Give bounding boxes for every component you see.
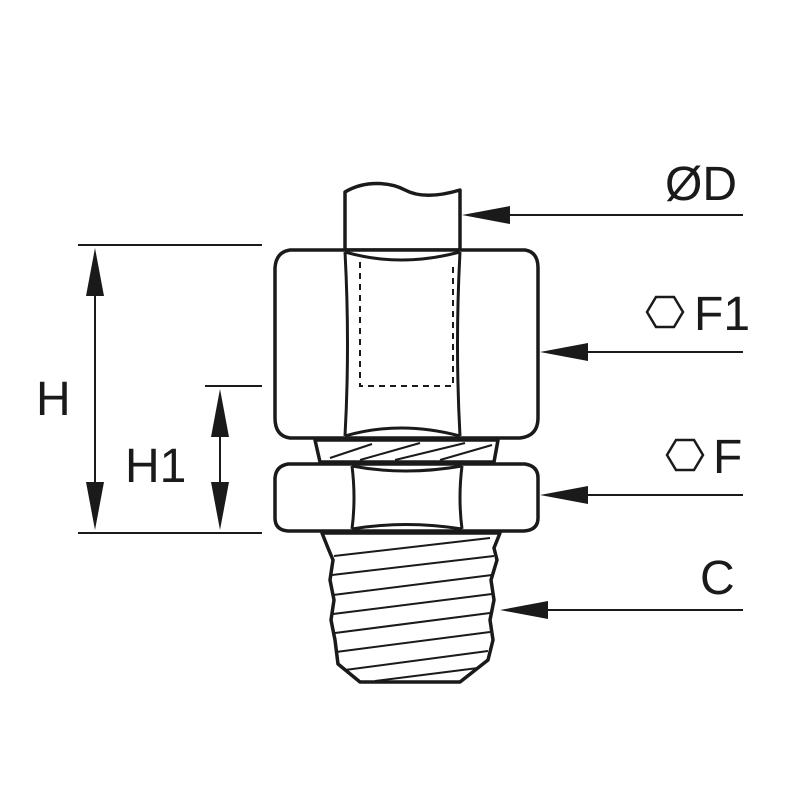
- lower-hex-nut: [273, 462, 540, 533]
- dimension-h: [86, 248, 104, 530]
- label-diameter: ØD: [665, 158, 737, 211]
- tube: [343, 181, 462, 252]
- label-thread: C: [700, 552, 735, 605]
- male-thread: [320, 531, 502, 684]
- leader-diameter: [462, 206, 743, 224]
- label-hex-lower: F: [713, 431, 742, 484]
- neck-thread: [313, 438, 500, 464]
- dimension-h1: [211, 389, 229, 530]
- leader-hex-lower: [540, 486, 743, 504]
- hexagon-icon: [665, 438, 705, 472]
- leader-thread: [500, 601, 743, 619]
- label-hex-upper: F1: [694, 288, 750, 341]
- upper-hex-nut: [273, 248, 540, 440]
- label-height-total: H: [36, 373, 71, 426]
- label-height-partial: H1: [125, 440, 186, 493]
- extension-lines: [78, 244, 262, 534]
- leader-hex-upper: [540, 343, 743, 361]
- hexagon-icon: [645, 295, 685, 329]
